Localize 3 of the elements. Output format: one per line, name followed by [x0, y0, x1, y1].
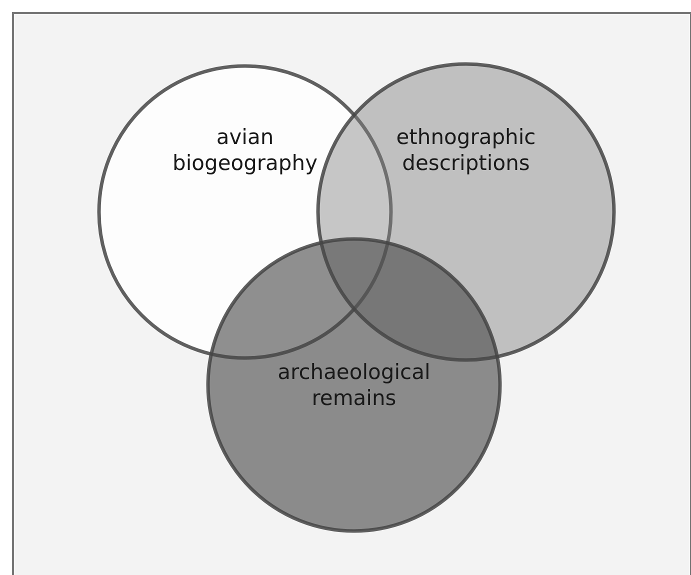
set-label: avian biogeography	[171, 124, 318, 176]
set-label: ethnographic descriptions	[395, 124, 537, 176]
set-label: archaeological remains	[276, 359, 432, 411]
